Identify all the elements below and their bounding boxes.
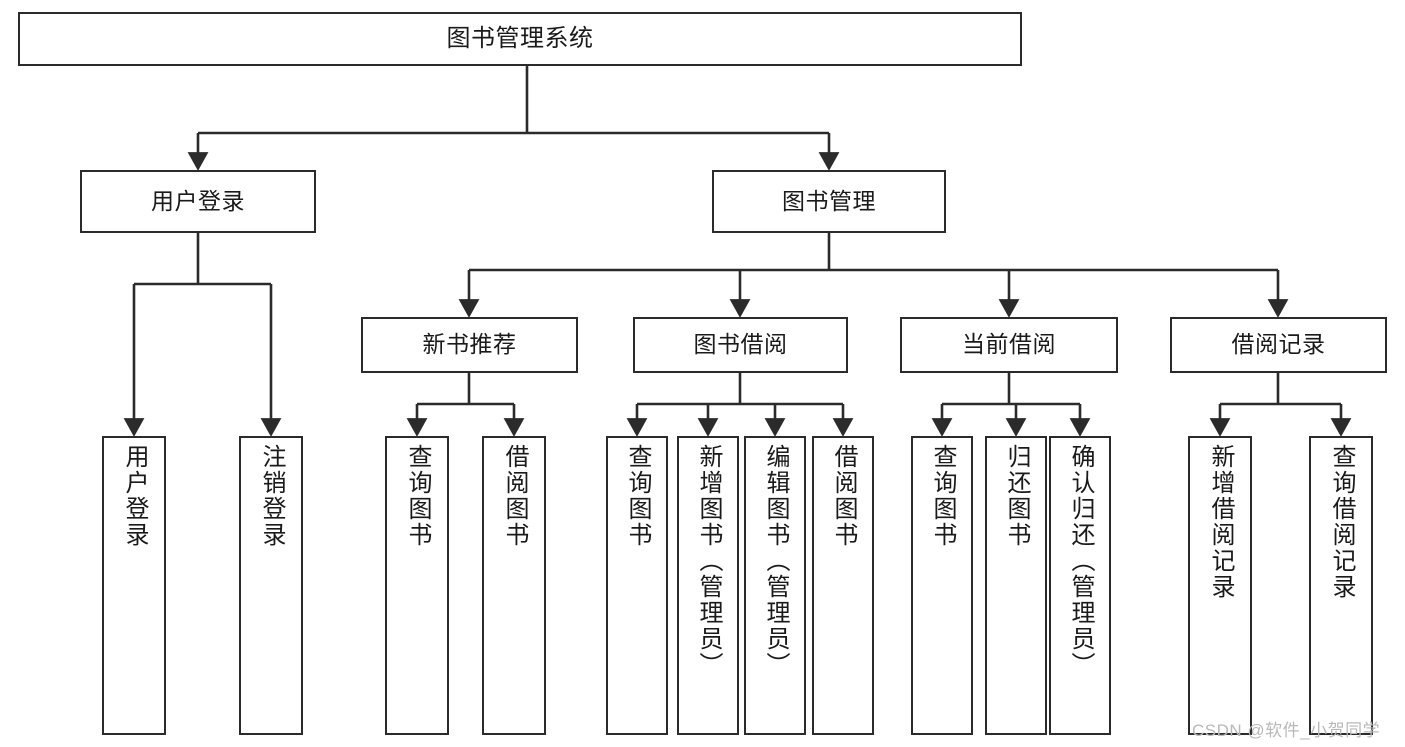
node-label: 借阅图书 <box>830 444 857 548</box>
node-label: 查询图书 <box>624 444 651 548</box>
node-label: 查询借阅记录 <box>1328 444 1355 600</box>
node-leaf-query-book-2[interactable]: 查询图书 <box>606 436 668 735</box>
node-root-图书管理系统[interactable]: 图书管理系统 <box>18 12 1022 66</box>
node-label: 借阅记录 <box>1231 331 1326 358</box>
node-label: 编辑图书（管理员） <box>762 444 789 678</box>
node-leaf-confirm-return[interactable]: 确认归还（管理员） <box>1049 436 1111 735</box>
node-label: 注销登录 <box>258 444 285 548</box>
node-book-borrow[interactable]: 图书借阅 <box>633 317 848 373</box>
csdn-watermark: CSDN @软件_小贺同学 <box>1192 721 1381 740</box>
node-label: 用户登录 <box>121 444 148 548</box>
node-new-book-recommend[interactable]: 新书推荐 <box>361 317 578 373</box>
node-label: 查询图书 <box>404 444 431 548</box>
node-leaf-query-record[interactable]: 查询借阅记录 <box>1309 436 1373 735</box>
node-label: 当前借阅 <box>962 331 1056 358</box>
node-label: 新增借阅记录 <box>1207 444 1234 600</box>
node-label: 新书推荐 <box>422 331 517 358</box>
node-leaf-return-book[interactable]: 归还图书 <box>985 436 1047 735</box>
node-label: 归还图书 <box>1003 444 1030 548</box>
node-borrow-record[interactable]: 借阅记录 <box>1170 317 1387 373</box>
node-label: 借阅图书 <box>501 444 528 548</box>
node-leaf-edit-book[interactable]: 编辑图书（管理员） <box>744 436 806 735</box>
node-leaf-query-book-3[interactable]: 查询图书 <box>911 436 973 735</box>
node-leaf-user-logout[interactable]: 注销登录 <box>239 436 303 735</box>
node-leaf-query-book-1[interactable]: 查询图书 <box>385 436 449 735</box>
node-leaf-user-login[interactable]: 用户登录 <box>102 436 166 735</box>
node-leaf-add-book[interactable]: 新增图书（管理员） <box>677 436 739 735</box>
node-label: 图书借阅 <box>693 331 788 358</box>
node-label: 用户登录 <box>151 187 245 214</box>
node-leaf-borrow-book-1[interactable]: 借阅图书 <box>482 436 546 735</box>
node-leaf-borrow-book-2[interactable]: 借阅图书 <box>812 436 874 735</box>
node-label: 新增图书（管理员） <box>695 444 722 678</box>
node-user-login[interactable]: 用户登录 <box>80 170 316 233</box>
node-label: 查询图书 <box>929 444 956 548</box>
node-leaf-add-record[interactable]: 新增借阅记录 <box>1188 436 1252 735</box>
node-label: 图书管理系统 <box>446 24 594 52</box>
node-label: 确认归还（管理员） <box>1067 444 1094 678</box>
node-current-borrow[interactable]: 当前借阅 <box>900 317 1118 373</box>
node-label: 图书管理 <box>782 187 876 214</box>
node-book-manage[interactable]: 图书管理 <box>712 170 946 233</box>
